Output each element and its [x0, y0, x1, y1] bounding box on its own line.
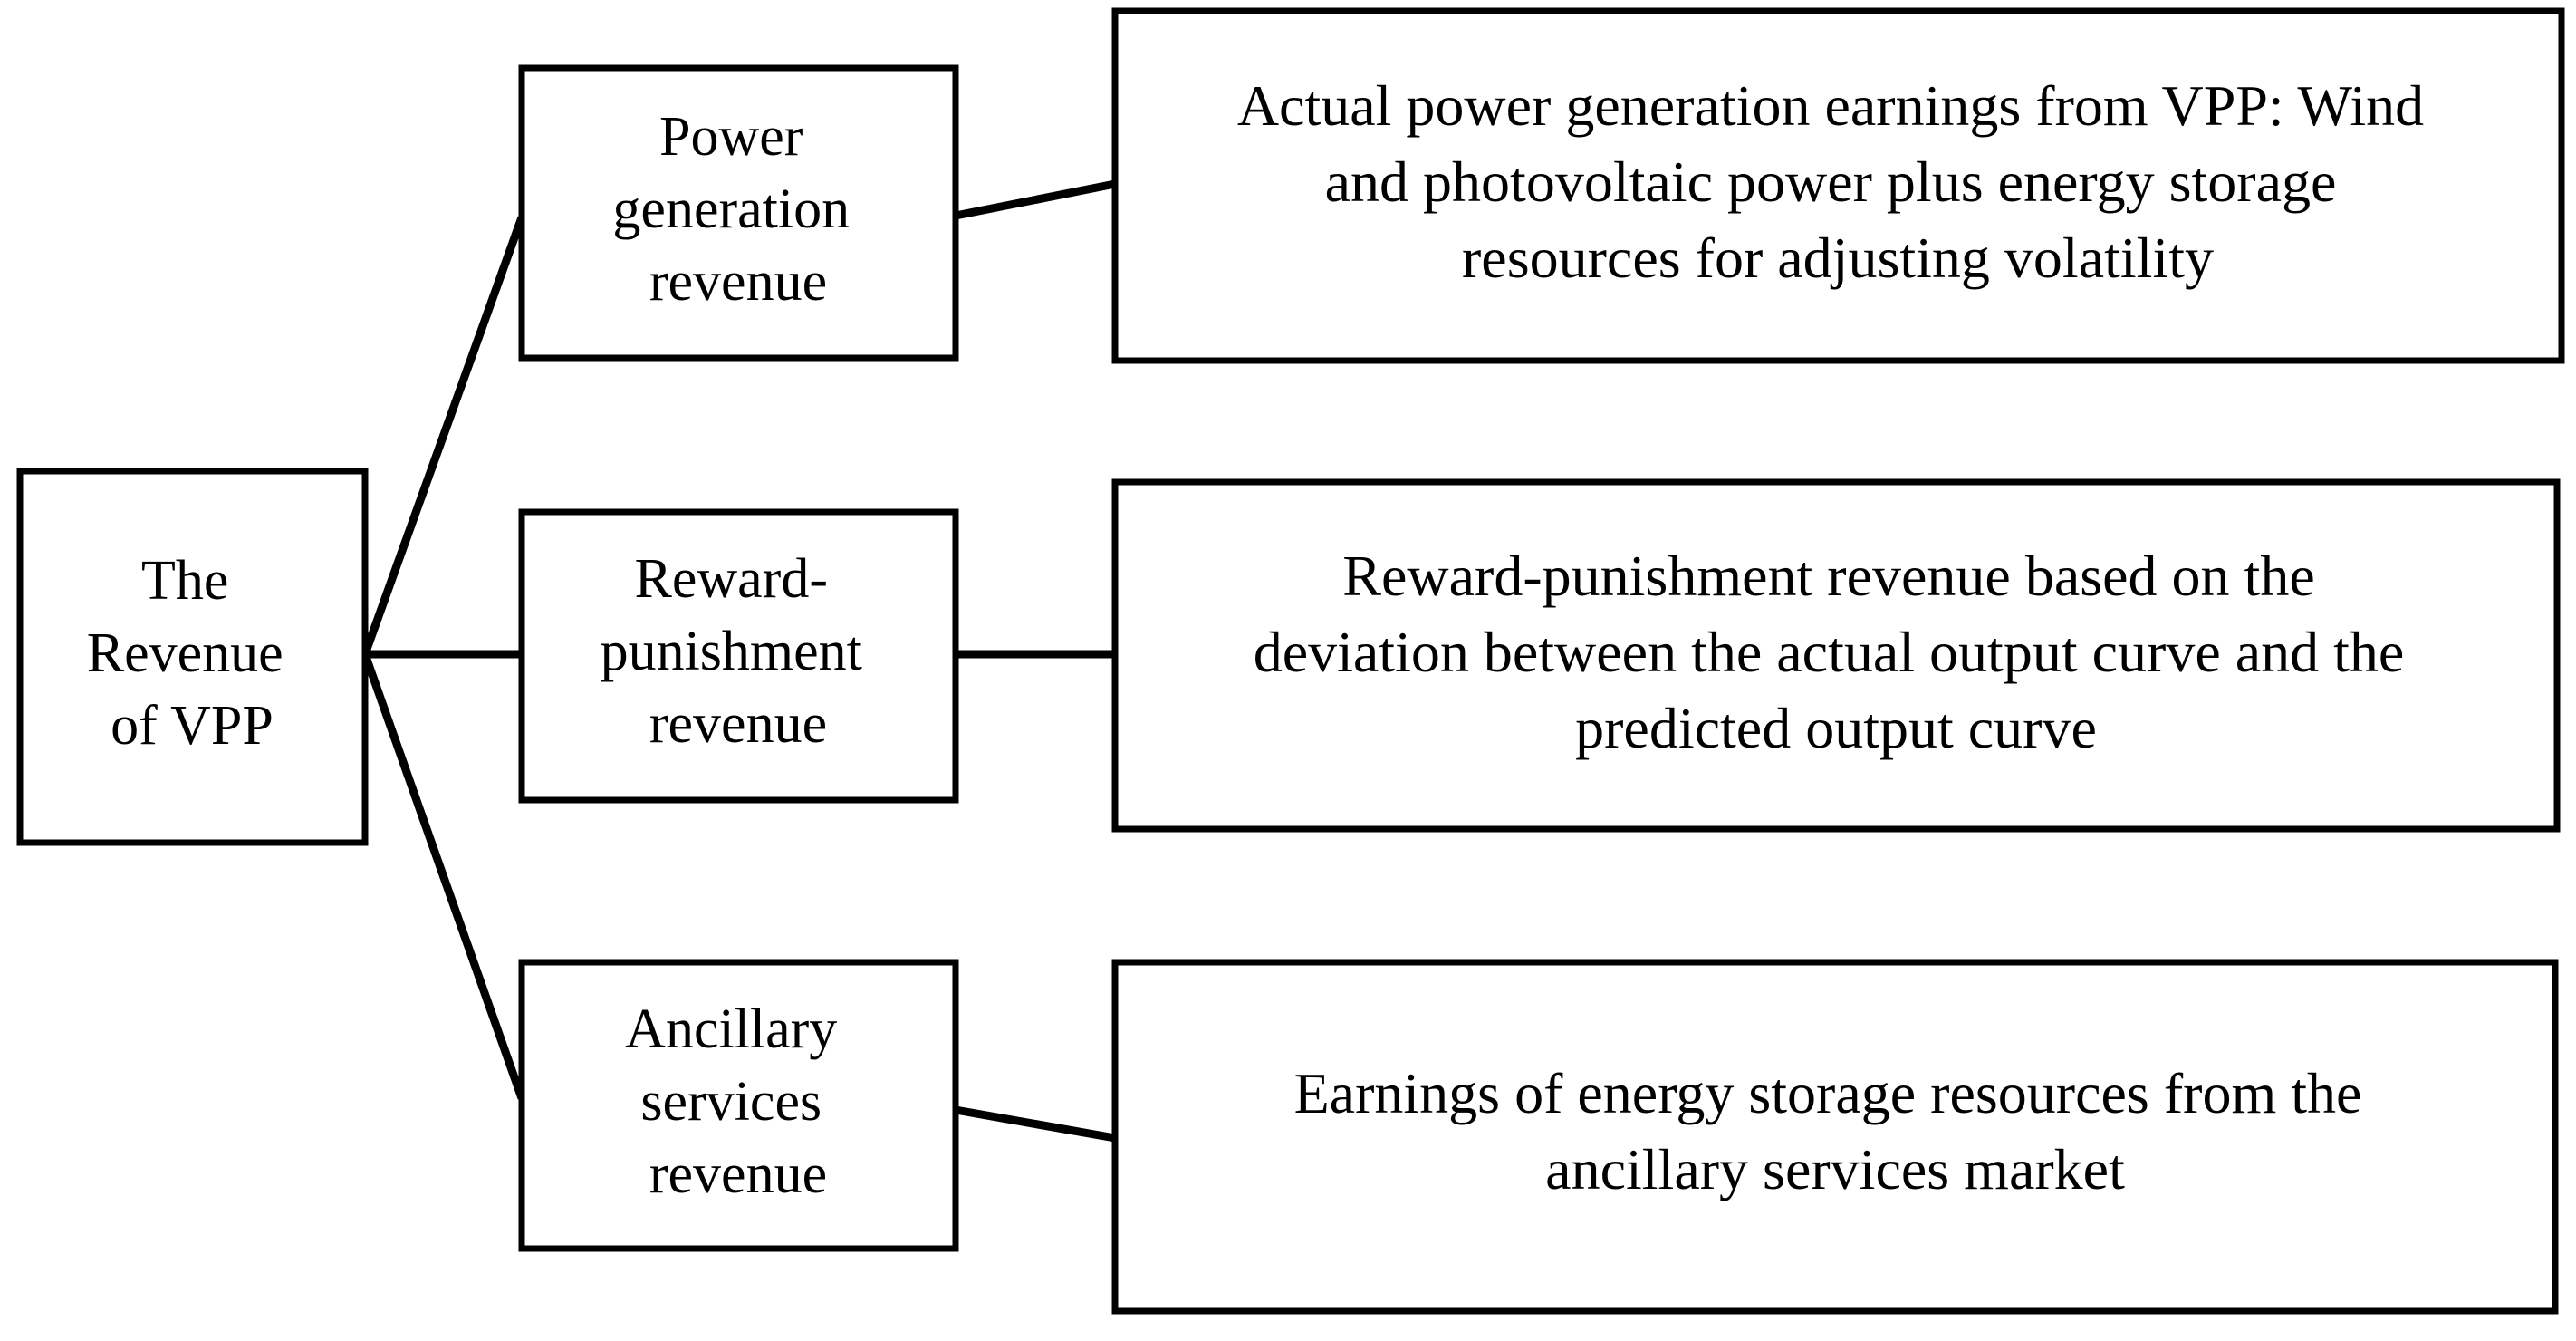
description-line-1: Earnings of energy storage resources fro…	[1294, 1061, 2362, 1125]
description-line-2: deviation between the actual output curv…	[1254, 620, 2405, 684]
description-node-box-power-generation-revenue[interactable]	[1111, 7, 2565, 364]
description-node-reward-punishment-revenue[interactable]: Reward-punishment revenue based on the d…	[1111, 478, 2561, 833]
description-label-reward-punishment-revenue: Reward-punishment revenue based on the d…	[1254, 544, 2419, 760]
category-line-1: Ancillary	[625, 999, 837, 1060]
category-node-box-reward-punishment-revenue[interactable]	[518, 508, 959, 804]
description-label-power-generation-revenue: Actual power generation earnings from VP…	[1237, 73, 2438, 290]
category-line-3: revenue	[649, 251, 827, 313]
description-line-1: Reward-punishment revenue based on the	[1342, 544, 2314, 608]
description-node-box-ancillary-services-revenue[interactable]	[1111, 959, 2559, 1315]
category-node-ancillary-services-revenue[interactable]: Ancillary services revenue	[518, 959, 959, 1252]
category-label-reward-punishment-revenue: Reward- punishment revenue	[601, 548, 877, 755]
connector-root-to-ancillary-services	[360, 652, 526, 1100]
category-label-ancillary-services-revenue: Ancillary services revenue	[625, 999, 851, 1205]
category-node-box-power-generation-revenue[interactable]	[518, 64, 959, 362]
category-label-power-generation-revenue: Power generation revenue	[612, 106, 863, 313]
category-line-2: services	[640, 1071, 822, 1133]
description-node-ancillary-services-revenue[interactable]: Earnings of energy storage resources fro…	[1111, 959, 2559, 1315]
connector-power-generation-to-description	[955, 179, 1116, 220]
connector-ancillary-services-to-description	[955, 1105, 1116, 1143]
description-line-1: Actual power generation earnings from VP…	[1237, 73, 2424, 138]
category-line-3: revenue	[649, 1143, 827, 1205]
category-node-reward-punishment-revenue[interactable]: Reward- punishment revenue	[518, 508, 959, 804]
description-node-power-generation-revenue[interactable]: Actual power generation earnings from VP…	[1111, 7, 2565, 364]
description-label-ancillary-services-revenue: Earnings of energy storage resources fro…	[1294, 1061, 2377, 1201]
root-node-line-3: of VPP	[111, 695, 274, 757]
category-line-2: punishment	[601, 621, 862, 682]
category-line-1: Power	[659, 106, 803, 168]
connector-root-to-power-generation	[360, 216, 526, 656]
category-line-1: Reward-	[635, 548, 828, 610]
description-line-2: and photovoltaic power plus energy stora…	[1325, 150, 2337, 214]
category-node-box-ancillary-services-revenue[interactable]	[518, 959, 959, 1252]
root-node-label: The Revenue of VPP	[87, 550, 297, 757]
connector-group	[360, 179, 1116, 1143]
root-node-line-2: Revenue	[87, 622, 284, 684]
root-node-line-1: The	[141, 550, 228, 612]
description-line-2: ancillary services market	[1545, 1137, 2125, 1201]
root-node[interactable]: The Revenue of VPP	[16, 468, 369, 846]
category-node-power-generation-revenue[interactable]: Power generation revenue	[518, 64, 959, 362]
description-line-3: predicted output curve	[1575, 696, 2097, 760]
category-line-3: revenue	[649, 693, 827, 755]
description-node-box-reward-punishment-revenue[interactable]	[1111, 478, 2561, 833]
root-node-box[interactable]	[16, 468, 369, 846]
description-line-3: resources for adjusting volatility	[1462, 226, 2214, 290]
category-line-2: generation	[612, 178, 850, 240]
